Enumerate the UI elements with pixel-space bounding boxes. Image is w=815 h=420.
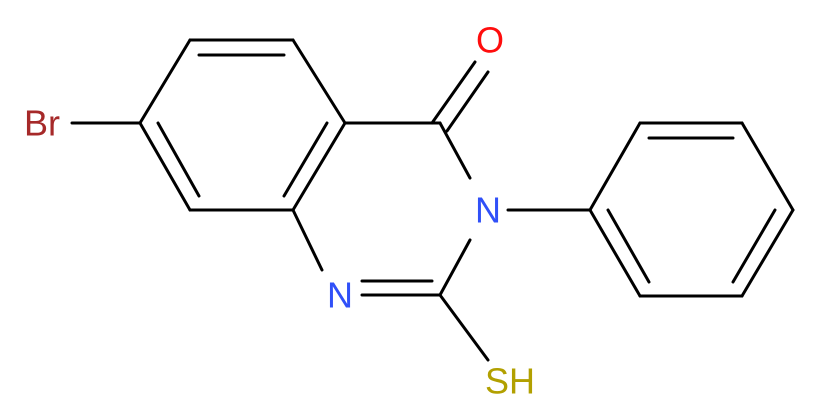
bond-c2-s bbox=[438, 293, 490, 362]
bond-c8a-c4a bbox=[291, 121, 347, 212]
bond-ph-3 bbox=[740, 121, 795, 212]
bond-n1-c8a bbox=[291, 208, 324, 272]
bond-ph-4 bbox=[740, 208, 795, 298]
bromine-label: Br bbox=[24, 103, 60, 144]
bond-c4-o bbox=[430, 60, 477, 125]
oxygen-label: O bbox=[476, 20, 504, 61]
bond-c7-c8 bbox=[138, 121, 192, 212]
thiol-label: SH bbox=[485, 361, 535, 402]
bond-c7-c8-inner bbox=[156, 121, 201, 198]
nitrogen-n3-label: N bbox=[475, 190, 501, 231]
bond-c4a-c5 bbox=[291, 38, 347, 125]
benzo-ring bbox=[138, 38, 347, 212]
bond-c6-c7 bbox=[138, 38, 192, 125]
bond-ph-4-inner bbox=[731, 208, 777, 284]
pyrimidinone-ring bbox=[291, 121, 472, 297]
bond-c4-n3 bbox=[438, 121, 472, 180]
bond-ph-6-inner bbox=[606, 208, 651, 284]
bond-ph-6 bbox=[588, 208, 642, 298]
bond-c4-o-second bbox=[445, 70, 490, 133]
nitrogen-n1-label: N bbox=[327, 275, 353, 316]
bond-c8a-c4a-inner bbox=[282, 121, 329, 198]
bond-ph-1 bbox=[588, 121, 642, 212]
phenyl-ring bbox=[588, 121, 795, 298]
bond-n3-c2 bbox=[438, 238, 472, 297]
